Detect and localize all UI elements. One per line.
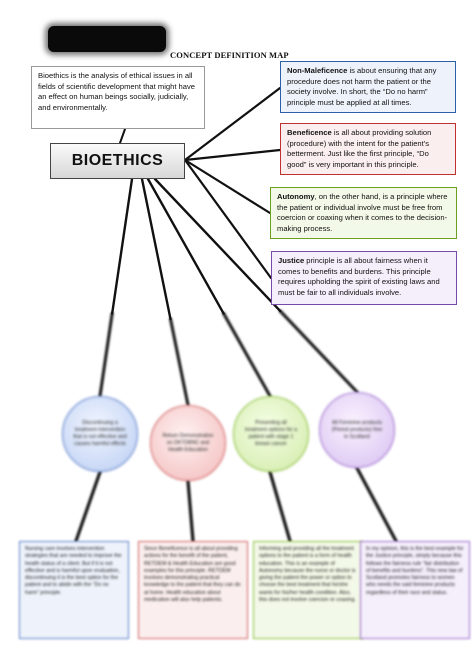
explanation-box: In my opinion, this is the best example … — [360, 541, 470, 639]
connector-justice — [183, 158, 273, 280]
example-circle: Return Demonstration on DKTDBNC and Heal… — [150, 405, 226, 481]
principle-box-beneficence: Beneficence is all about providing solut… — [280, 123, 456, 175]
principle-box-non-maleficence: Non-Maleficence is about ensuring that a… — [280, 61, 456, 113]
central-node-bioethics: BIOETHICS — [50, 143, 185, 179]
connector-explanation-1 — [74, 470, 102, 543]
connector-example-1 — [110, 177, 134, 315]
connector-example-2 — [140, 177, 172, 321]
connector-example-1-lower — [98, 312, 114, 398]
connector-example-4 — [153, 177, 282, 313]
principle-term: Justice — [278, 256, 305, 265]
connector-explanation-4 — [355, 466, 398, 543]
connector-non-maleficence — [183, 86, 282, 162]
connector-autonomy — [183, 158, 272, 215]
connector-beneficence — [183, 148, 282, 162]
principle-text: is about ensuring that any procedure doe… — [287, 66, 437, 107]
principle-text: principle is all about fairness when it … — [278, 256, 440, 297]
connector-example-4-lower — [278, 309, 359, 394]
definition-box: Bioethics is the analysis of ethical iss… — [31, 66, 205, 129]
example-circle: Presenting all treatment options for a p… — [233, 396, 309, 472]
redacted-name-block — [48, 26, 166, 52]
principle-text: , on the other hand, is a principle wher… — [277, 192, 448, 233]
example-circle: Discontinuing a treatment intervention t… — [62, 396, 138, 472]
connector-example-2-lower — [169, 317, 190, 407]
principle-term: Beneficence — [287, 128, 332, 137]
principle-box-autonomy: Autonomy, on the other hand, is a princi… — [270, 187, 457, 239]
page-title: CONCEPT DEFINITION MAP — [170, 50, 289, 60]
principle-box-justice: Justice principle is all about fairness … — [271, 251, 457, 305]
explanation-box: Informing and providing all the treatmen… — [253, 541, 363, 639]
principle-term: Non-Maleficence — [287, 66, 348, 75]
principle-term: Autonomy — [277, 192, 315, 201]
principle-text: is all about providing solution (procedu… — [287, 128, 432, 169]
connector-example-3-lower — [222, 312, 272, 398]
explanation-box: Nursing care involves intervention strat… — [19, 541, 129, 639]
connector-explanation-3 — [268, 470, 292, 543]
connector-example-3 — [146, 177, 225, 315]
explanation-box: Since Beneficence is all about providing… — [138, 541, 248, 639]
example-circle: All Feminine products (Period products) … — [319, 392, 395, 468]
connector-explanation-2 — [186, 479, 195, 543]
connector-definition — [119, 128, 126, 144]
